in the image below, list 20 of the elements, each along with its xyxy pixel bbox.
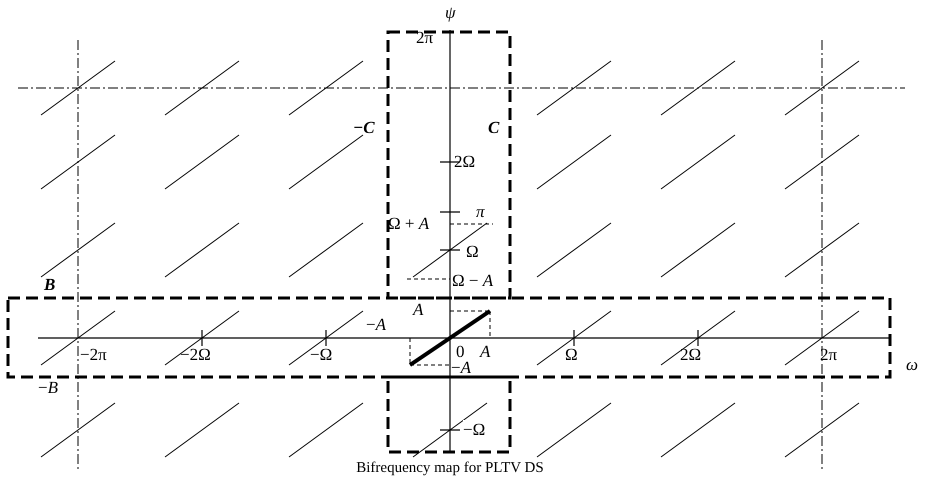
- axis-label: ψ: [445, 3, 456, 23]
- caption: Bifrequency map for PLTV DS: [355, 459, 545, 478]
- tick-label: 2π: [416, 28, 434, 48]
- region-label: C: [488, 118, 500, 138]
- tick-label: −2π: [80, 345, 107, 365]
- tick-label: 2Ω: [454, 152, 476, 172]
- region-label: B: [44, 275, 56, 295]
- region-label: −B: [38, 378, 58, 398]
- tick-label: A: [413, 300, 424, 320]
- tick-label: π: [476, 202, 485, 222]
- tick-label: −Ω: [310, 345, 332, 365]
- axis-label: ω: [906, 355, 918, 375]
- tick-label: Ω: [466, 242, 479, 262]
- tick-label: −2Ω: [180, 345, 211, 365]
- tick-label: Ω − A: [452, 271, 494, 291]
- tick-label: A: [480, 342, 490, 362]
- tick-label: 2Ω: [680, 345, 702, 365]
- region-label: −C: [353, 118, 375, 138]
- tick-label: Ω: [565, 345, 578, 365]
- tick-label: −A: [366, 315, 386, 335]
